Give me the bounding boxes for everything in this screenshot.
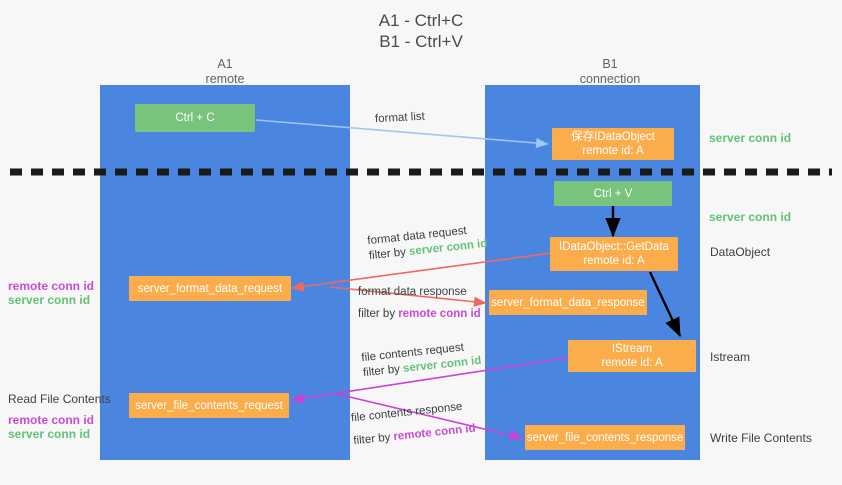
node-server-file-contents-response[interactable]: server_file_contents_response [525, 425, 685, 450]
title-line-2: B1 - Ctrl+V [379, 32, 463, 51]
node-save-idataobject-line2: remote id: A [582, 145, 644, 157]
node-ctrl-c[interactable]: Ctrl + C [135, 104, 255, 132]
page-title: A1 - Ctrl+C B1 - Ctrl+V [0, 10, 842, 52]
node-server-format-data-response[interactable]: server_format_data_response [489, 290, 647, 315]
annotation-dataobject: DataObject [710, 245, 771, 259]
edge-format-data-response-title: format data response [358, 286, 467, 298]
edge-file-contents-response-title: file contents response [350, 400, 463, 425]
lane-b1-sub: connection [579, 72, 641, 86]
node-getdata-line1: IDataObject::GetData [559, 241, 669, 253]
node-server-file-contents-response-label: server_file_contents_response [526, 431, 684, 444]
edge-label-format-data-request: format data request filter by server con… [367, 222, 488, 264]
node-ctrl-c-label: Ctrl + C [175, 112, 215, 124]
filter-prefix: filter by [362, 362, 404, 380]
node-istream[interactable]: IStream remote id: A [568, 340, 696, 372]
annotation-read-file-contents: Read File Contents [8, 392, 111, 406]
node-getdata-line2: remote id: A [583, 255, 645, 267]
lane-header-a1: A1 remote [100, 57, 350, 87]
node-getdata[interactable]: IDataObject::GetData remote id: A [550, 237, 678, 271]
annotation-server-conn-id-2: server conn id [8, 427, 91, 441]
filter-value-remote-conn-id: remote conn id [392, 422, 477, 444]
node-server-format-data-request-label: server_format_data_request [137, 282, 283, 295]
annotation-server-conn-id-mid: server conn id [709, 210, 792, 224]
node-ctrl-v-label: Ctrl + V [593, 187, 633, 200]
filter-prefix: filter by [368, 245, 410, 263]
edge-label-file-contents-response: file contents response filter by remote … [350, 399, 476, 450]
lane-a1-name: A1 [217, 57, 233, 71]
annotation-server-conn-id-1: server conn id [8, 293, 91, 307]
edge-label-format-list: format list [375, 110, 426, 128]
annotation-write-file-contents: Write File Contents [710, 431, 812, 445]
node-save-idataobject-line1: 保存IDataObject [571, 131, 655, 143]
edge-label-format-list-text: format list [374, 110, 426, 126]
edge-file-contents-response-filter: filter by remote conn id [353, 422, 477, 450]
annotation-server-conn-id-top: server conn id [709, 131, 792, 145]
edge-label-file-contents-request: file contents request filter by server c… [361, 339, 482, 381]
node-server-file-contents-request-label: server_file_contents_request [135, 399, 283, 412]
title-line-1: A1 - Ctrl+C [378, 11, 464, 30]
lane-a1-sub: remote [205, 72, 245, 86]
annotation-istream: Istream [710, 350, 751, 364]
node-server-file-contents-request[interactable]: server_file_contents_request [129, 393, 289, 418]
lane-header-b1: B1 connection [485, 57, 735, 87]
node-istream-line2: remote id: A [601, 357, 663, 369]
node-ctrl-v[interactable]: Ctrl + V [554, 181, 672, 206]
node-server-format-data-response-label: server_format_data_response [491, 296, 645, 309]
node-server-format-data-request[interactable]: server_format_data_request [129, 276, 291, 301]
lane-b1-name: B1 [602, 57, 618, 71]
edge-label-format-data-response: format data response filter by remote co… [358, 285, 481, 322]
filter-prefix: filter by [352, 431, 395, 448]
annotation-remote-conn-id-1: remote conn id [8, 279, 95, 293]
filter-value-remote-conn-id: remote conn id [398, 308, 481, 320]
node-istream-line1: IStream [611, 343, 653, 355]
node-save-idataobject[interactable]: 保存IDataObject remote id: A [552, 128, 674, 160]
filter-prefix: filter by [358, 308, 399, 320]
edge-format-data-response-filter: filter by remote conn id [358, 307, 481, 322]
annotation-remote-conn-id-2: remote conn id [8, 413, 95, 427]
